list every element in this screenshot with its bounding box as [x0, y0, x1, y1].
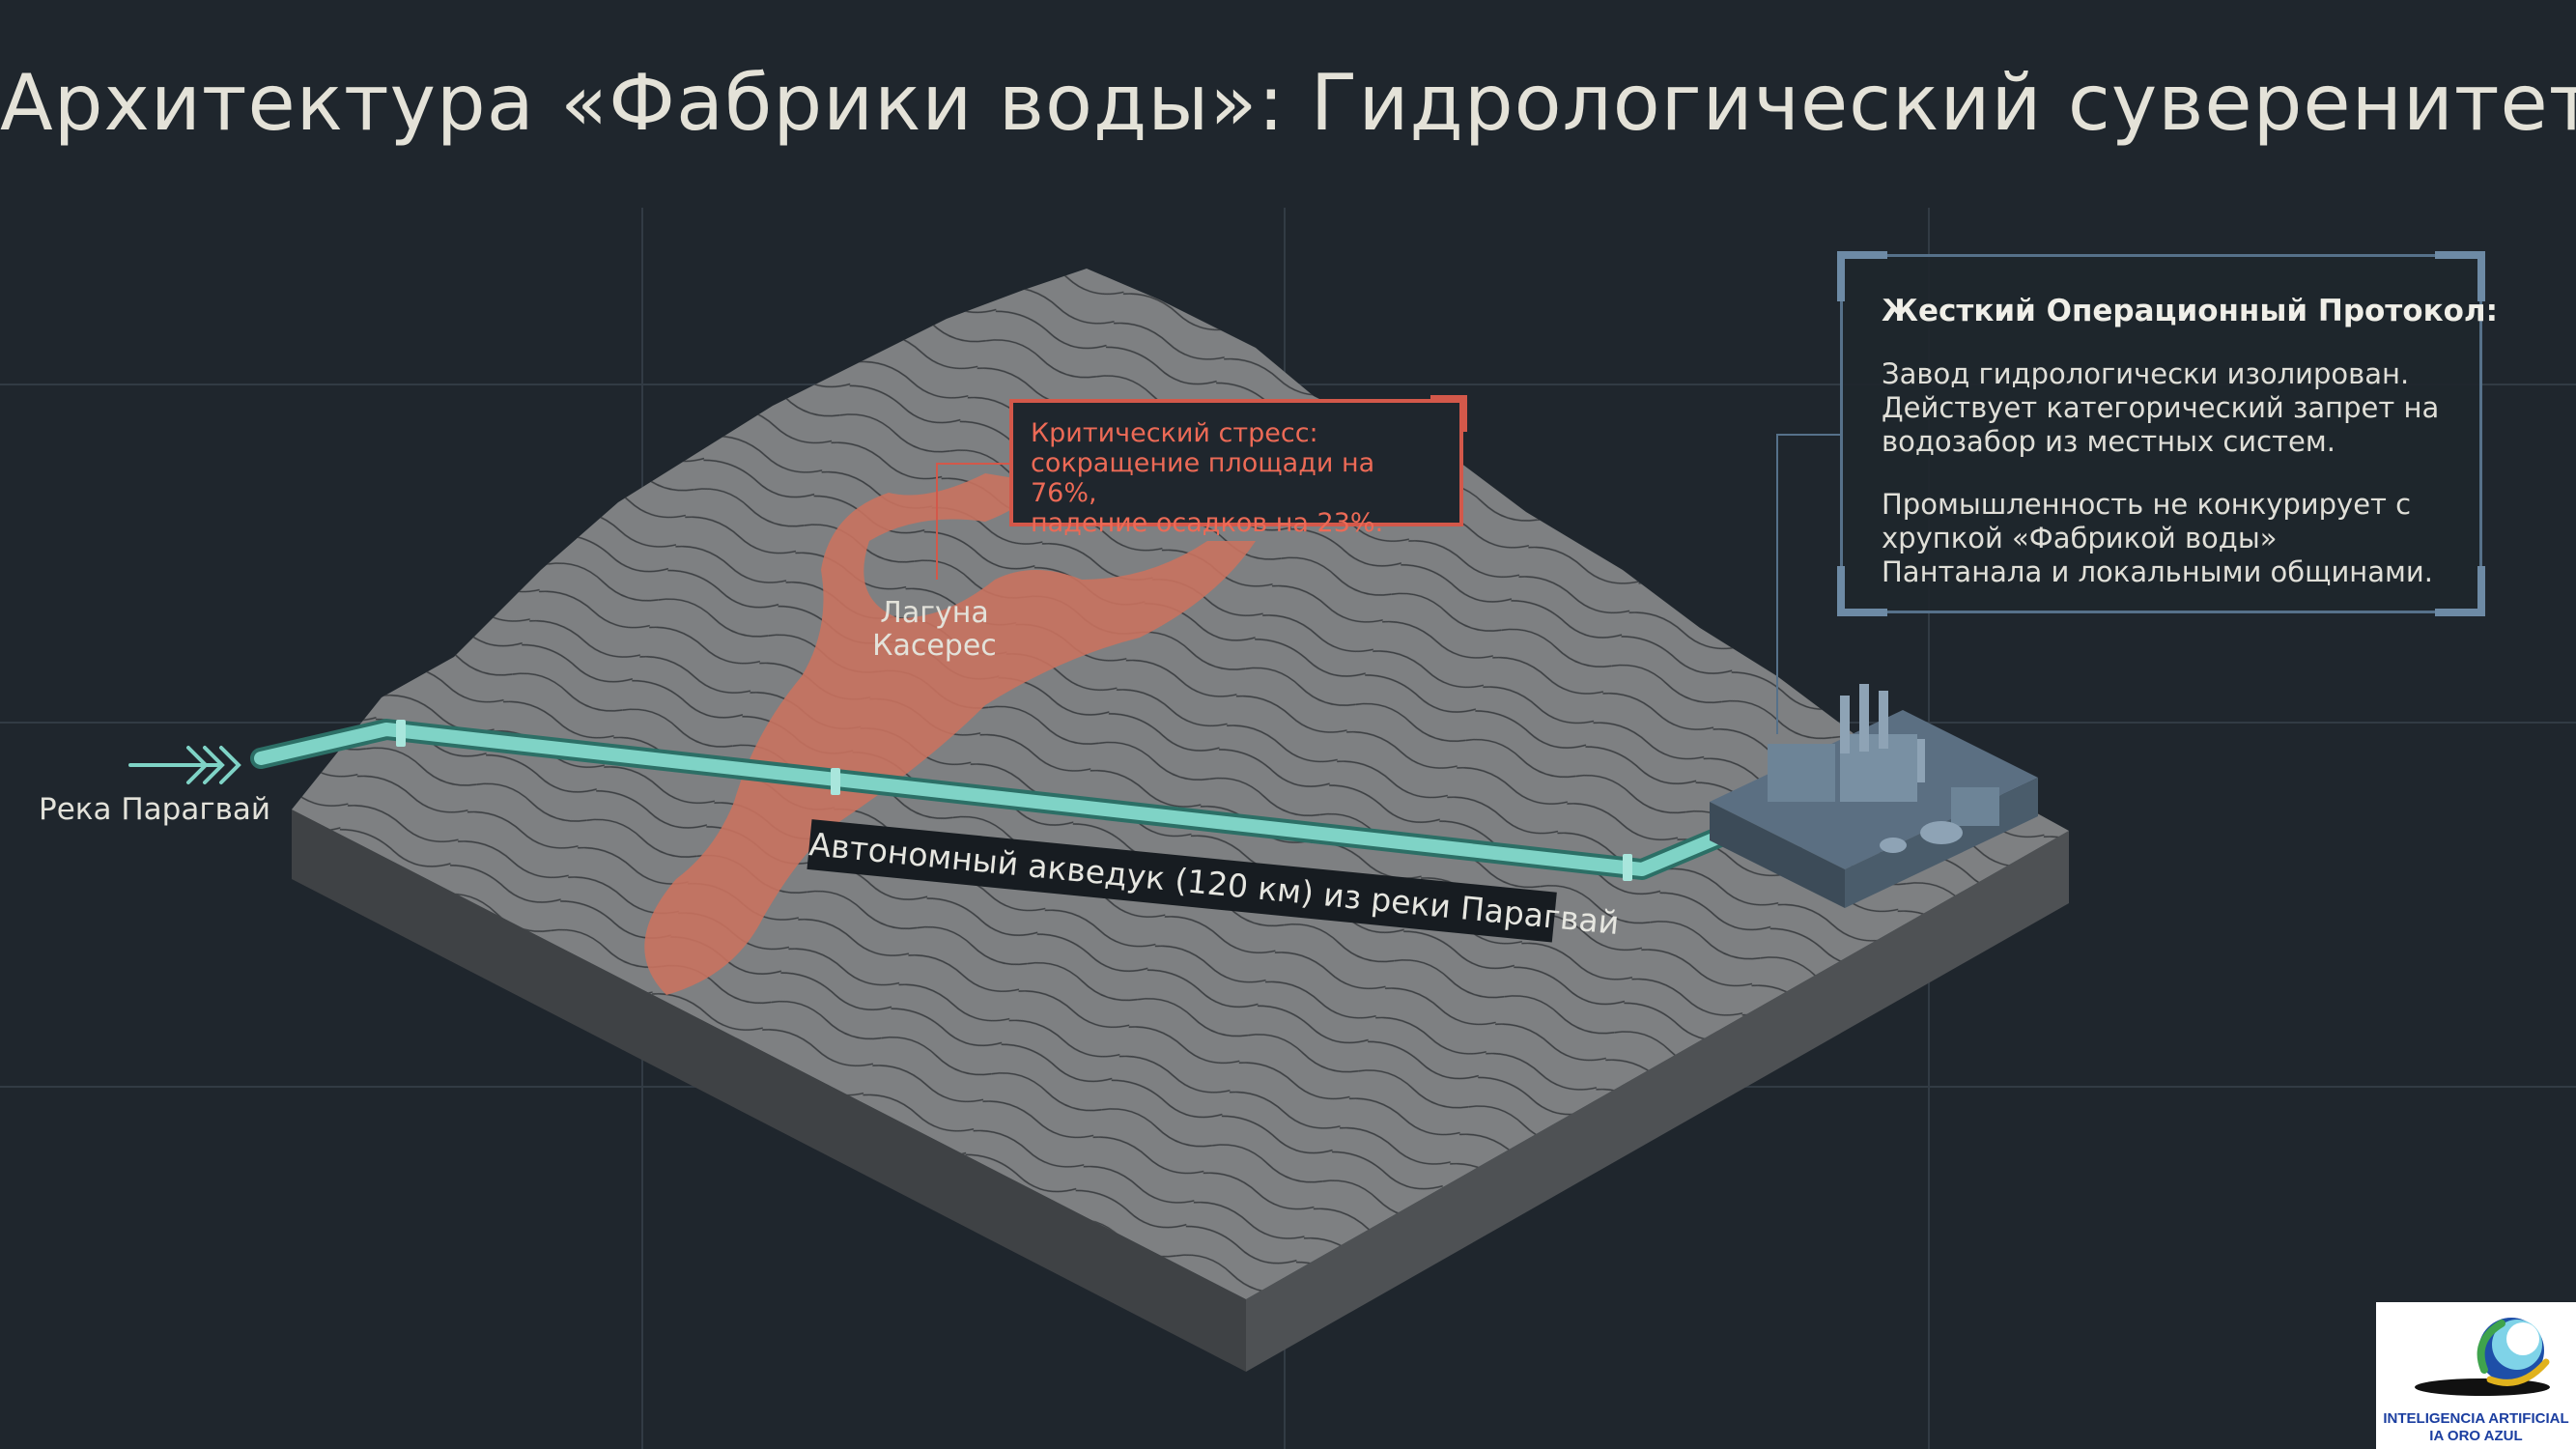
terrain-front-face [292, 810, 1246, 1372]
stress-line-2: сокращение площади на 76%, [1031, 448, 1375, 508]
pipe-joint [831, 768, 840, 795]
page-title: Архитектура «Фабрики воды»: Гидрологичес… [0, 58, 2576, 148]
logo-swirl-icon [2415, 1318, 2550, 1396]
logo-text-line-2: IA ORO AZUL [2429, 1428, 2523, 1444]
connector-lines [936, 434, 1840, 734]
panel-corner-bracket [1837, 566, 1887, 616]
protocol-paragraph-1: Завод гидрологически изолирован. Действу… [1882, 357, 2440, 458]
aqueduct-pipe [250, 719, 1749, 881]
terrain-right-face [1246, 831, 2069, 1372]
terrain-block [292, 269, 2069, 1372]
pipe-joint [1623, 854, 1632, 881]
terrain-contour-lines [292, 269, 2069, 1299]
logo-text-line-1: INTELIGENCIA ARTIFICIAL [2383, 1410, 2569, 1427]
lagoon-label: Лагуна Касерес [850, 597, 1019, 663]
lagoon-label-line-1: Лагуна [880, 596, 989, 630]
stress-callout: Критический стресс: сокращение площади н… [1009, 395, 1467, 538]
lagoon-caceres-water [644, 473, 1256, 995]
panel-corner-bracket [2435, 566, 2485, 616]
panel-corner-bracket [1837, 251, 1887, 301]
callout-corner-bracket [1430, 395, 1467, 432]
factory-icon [1710, 684, 2038, 908]
stress-line-1: Критический стресс: [1031, 418, 1318, 448]
logo: INTELIGENCIA ARTIFICIAL IA ORO AZUL [2376, 1302, 2576, 1449]
protocol-panel: Жесткий Операционный Протокол: Завод гид… [1837, 251, 2499, 616]
protocol-heading: Жесткий Операционный Протокол: [1882, 294, 2499, 328]
panel-corner-bracket [2435, 251, 2485, 301]
stress-line-3: падение осадков на 23%. [1031, 508, 1384, 538]
protocol-paragraph-2: Промышленность не конкурирует с хрупкой … [1882, 488, 2433, 588]
lagoon-label-line-2: Касерес [872, 629, 997, 663]
flow-arrows-icon [128, 746, 241, 784]
river-label: Река Парагвай [39, 792, 271, 827]
pipe-joint [396, 720, 406, 747]
